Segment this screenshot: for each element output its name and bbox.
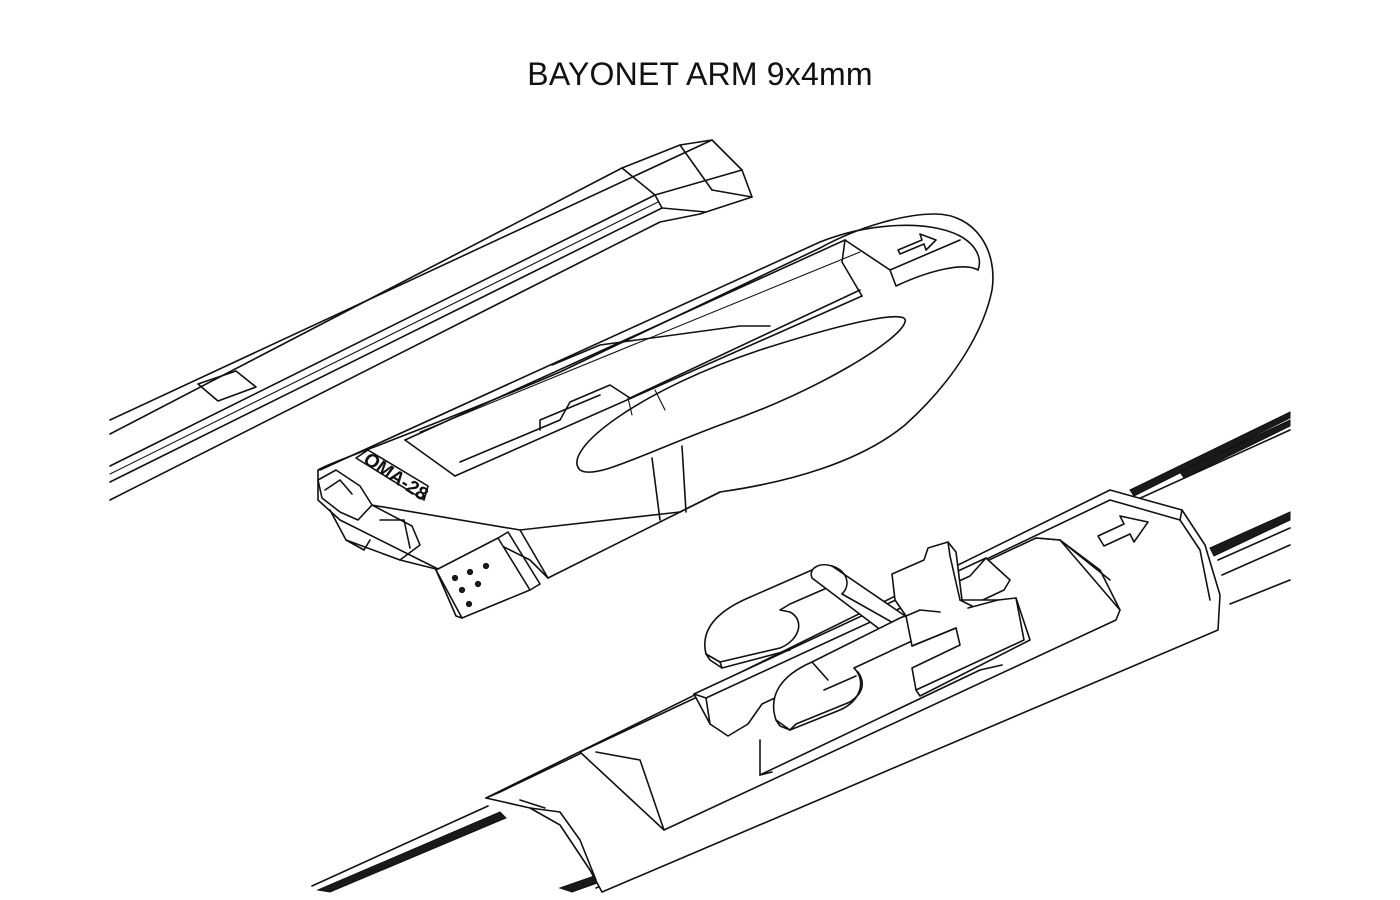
diagram-title: BAYONET ARM 9x4mm <box>527 56 873 92</box>
adapter: OMA-28 <box>317 213 994 619</box>
adapter-arrow-icon <box>897 233 937 255</box>
locking-tab <box>435 531 541 619</box>
wiper-blade <box>311 411 1291 893</box>
blade-tower <box>891 541 1031 697</box>
blade-arrow-icon <box>1097 515 1149 547</box>
bayonet-arm <box>109 139 753 501</box>
